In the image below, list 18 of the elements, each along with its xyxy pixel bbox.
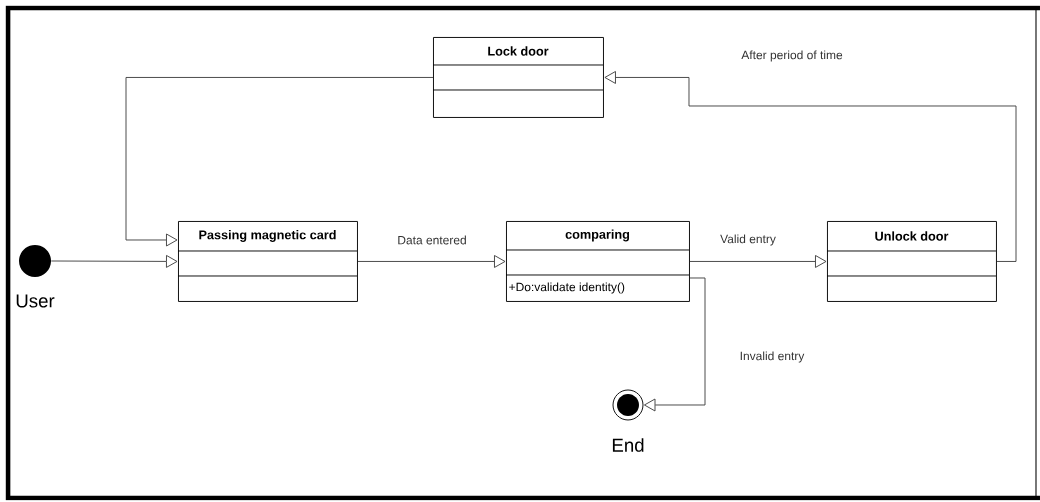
transition-arrow [643,277,706,412]
final-state-symbol [612,389,644,421]
edge-label: Data entered [396,234,469,246]
transition-arrow [604,71,1017,262]
transition-arrow [125,77,434,247]
state-box: comparing +Do:validate identity() [505,221,690,302]
edge-label: After period of time [740,49,844,63]
transition-arrow [50,254,178,268]
state-label: User [16,294,55,308]
transition-arrow [357,255,506,268]
state-box: Unlock door [826,221,997,302]
transition-arrow [689,255,827,268]
edge-label: Valid entry [718,233,778,247]
state-label: End [612,438,644,452]
edge-label: Invalid entry [738,350,806,364]
state-box: Lock door [432,37,604,118]
initial-state-dot [19,245,51,277]
state-box: Passing magnetic card [177,221,358,302]
